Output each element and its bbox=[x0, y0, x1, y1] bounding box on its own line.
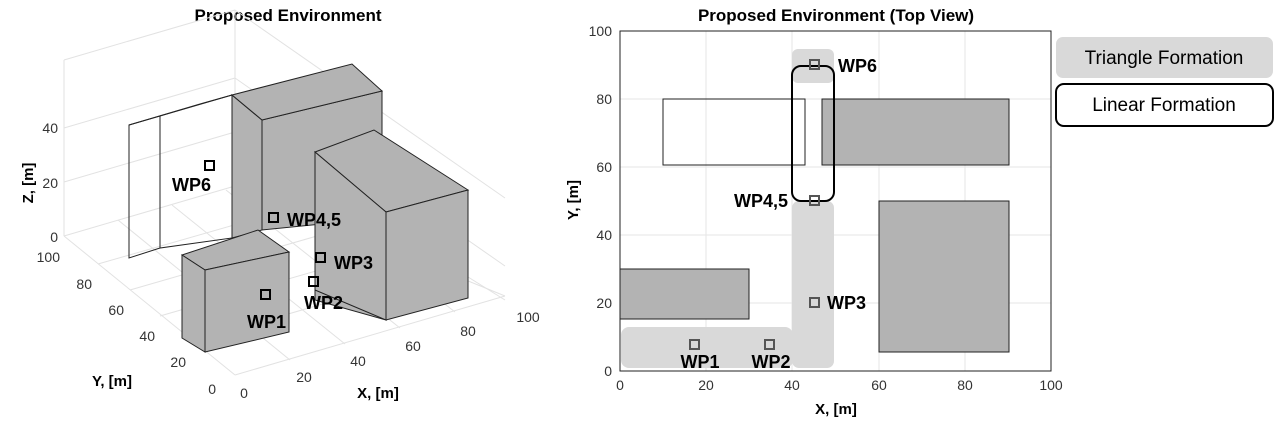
right-y-ticks: 0 20 40 60 80 100 bbox=[589, 23, 613, 379]
triangle-formation-zones bbox=[621, 49, 834, 368]
left-z-label: Z, [m] bbox=[20, 163, 37, 204]
y-tick-label: 60 bbox=[596, 159, 612, 175]
building-front bbox=[180, 229, 291, 353]
x-tick-label: 40 bbox=[784, 377, 800, 393]
x-tick-label: 100 bbox=[516, 309, 540, 325]
waypoint-marker bbox=[260, 289, 271, 300]
left-y-label: Y, [m] bbox=[92, 373, 132, 390]
left-3d-view: Proposed Environment bbox=[20, 6, 540, 402]
waypoint-label-wp3: WP3 bbox=[827, 293, 866, 313]
y-tick-label: 60 bbox=[108, 302, 124, 318]
x-tick-label: 0 bbox=[240, 385, 248, 401]
triangle-zone-corridor bbox=[792, 201, 834, 368]
waypoint-label-wp45: WP4,5 bbox=[734, 191, 788, 211]
right-axes-frame bbox=[619, 30, 1052, 372]
left-title: Proposed Environment bbox=[194, 6, 381, 25]
right-waypoints: WP6 WP4,5 WP3 WP1 WP2 bbox=[680, 56, 877, 372]
waypoint-label-wp6: WP6 bbox=[838, 56, 877, 76]
right-x-ticks: 0 20 40 60 80 100 bbox=[616, 377, 1063, 393]
y-tick-label: 0 bbox=[604, 363, 612, 379]
building-top-outline bbox=[662, 98, 806, 166]
x-tick-label: 60 bbox=[871, 377, 887, 393]
waypoint-marker bbox=[809, 59, 820, 70]
x-tick-label: 100 bbox=[1039, 377, 1063, 393]
right-x-label: X, [m] bbox=[815, 401, 857, 418]
left-waypoints: WP6 WP4,5 WP3 WP2 WP1 bbox=[172, 160, 373, 332]
waypoint-marker bbox=[204, 160, 215, 171]
waypoint-label-wp1: WP1 bbox=[680, 352, 719, 372]
right-y-label: Y, [m] bbox=[565, 180, 582, 220]
building-right bbox=[314, 129, 470, 321]
x-tick-label: 60 bbox=[405, 338, 421, 354]
waypoint-label-wp6: WP6 bbox=[172, 175, 211, 195]
z-tick-label: 0 bbox=[50, 229, 58, 245]
right-top-view: Proposed Environment (Top View) bbox=[565, 6, 1063, 418]
y-tick-label: 80 bbox=[76, 276, 92, 292]
x-tick-label: 20 bbox=[296, 369, 312, 385]
legend-triangle-label: Triangle Formation bbox=[1085, 48, 1244, 69]
y-tick-label: 40 bbox=[139, 328, 155, 344]
legend-linear-label: Linear Formation bbox=[1092, 95, 1236, 116]
z-tick-label: 40 bbox=[42, 120, 58, 136]
z-tick-label: 20 bbox=[42, 175, 58, 191]
y-tick-label: 20 bbox=[170, 354, 186, 370]
x-tick-label: 0 bbox=[616, 377, 624, 393]
waypoint-marker bbox=[809, 195, 820, 206]
waypoint-marker bbox=[689, 339, 700, 350]
legend: Triangle Formation Linear Formation bbox=[1055, 37, 1274, 127]
y-tick-label: 20 bbox=[596, 295, 612, 311]
y-tick-label: 80 bbox=[596, 91, 612, 107]
waypoint-label-wp2: WP2 bbox=[304, 293, 343, 313]
waypoint-marker bbox=[764, 339, 775, 350]
linear-formation-zone bbox=[791, 65, 835, 202]
y-tick-label: 0 bbox=[208, 381, 216, 397]
building-top-3 bbox=[821, 98, 1010, 166]
legend-triangle-swatch bbox=[1056, 37, 1273, 78]
left-x-label: X, [m] bbox=[357, 385, 399, 402]
legend-linear-swatch bbox=[1055, 83, 1274, 127]
waypoint-label-wp1: WP1 bbox=[247, 312, 286, 332]
waypoint-label-wp45: WP4,5 bbox=[287, 210, 341, 230]
left-x-ticks: 0 20 40 60 80 100 bbox=[240, 309, 540, 401]
waypoint-label-wp3: WP3 bbox=[334, 253, 373, 273]
right-title: Proposed Environment (Top View) bbox=[698, 6, 974, 25]
waypoint-marker bbox=[315, 252, 326, 263]
waypoint-marker bbox=[809, 297, 820, 308]
x-tick-label: 20 bbox=[698, 377, 714, 393]
y-tick-label: 40 bbox=[596, 227, 612, 243]
left-z-ticks: 0 20 40 bbox=[42, 120, 58, 245]
y-tick-label: 100 bbox=[589, 23, 613, 39]
building-top-1 bbox=[619, 268, 750, 320]
waypoint-marker bbox=[308, 276, 319, 287]
waypoint-label-wp2: WP2 bbox=[751, 352, 790, 372]
triangle-zone-bottom bbox=[621, 327, 793, 368]
y-tick-label: 100 bbox=[37, 249, 61, 265]
waypoint-marker bbox=[268, 212, 279, 223]
x-tick-label: 80 bbox=[957, 377, 973, 393]
top-view-buildings bbox=[619, 98, 1010, 353]
x-tick-label: 40 bbox=[350, 353, 366, 369]
building-top-2 bbox=[878, 200, 1010, 353]
x-tick-label: 80 bbox=[460, 323, 476, 339]
left-y-ticks: 0 20 40 60 80 100 bbox=[37, 249, 217, 397]
